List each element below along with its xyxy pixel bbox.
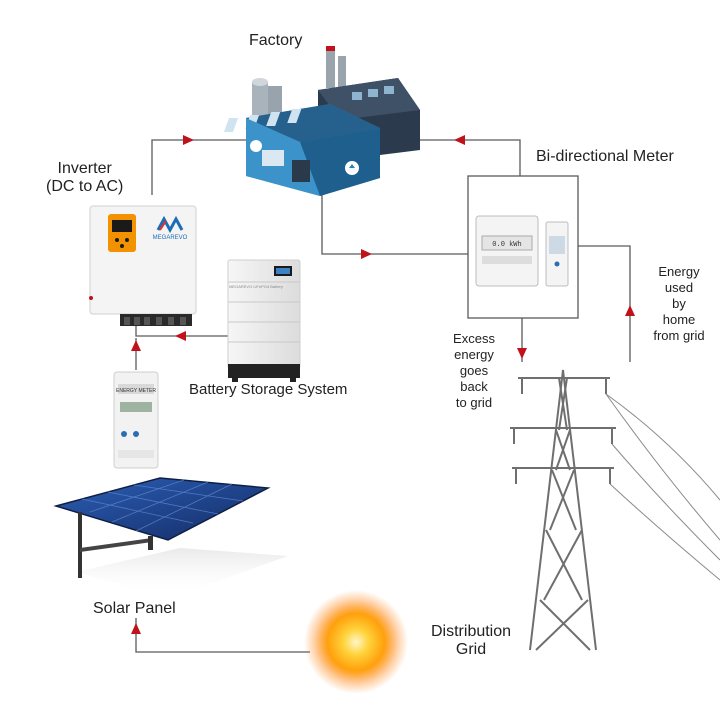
inverter-label: Inverter (DC to AC) [46,160,123,196]
excess-line-1: Excess [453,331,495,346]
solar-panel-icon [53,477,288,598]
inverter-icon [89,205,197,326]
arrow-down-icon [517,348,527,359]
grid-label: Distribution Grid [431,623,511,659]
meter-reading-text: 0.0 kWh [492,241,521,249]
line-meter-to-factory [400,139,521,176]
transmission-tower-icon [510,369,616,651]
excess-line-3: goes [459,363,489,378]
excess-line-5: to grid [455,395,493,410]
energy-used-label: Energy used by home from grid [644,264,714,344]
battery-storage-icon [227,259,301,382]
grid-label-line1: Distribution [431,623,512,640]
solar-meter-icon [113,371,159,469]
factory-label: Factory [249,32,303,49]
energy-used-line-1: Energy [658,264,700,279]
connection-lines [135,139,631,653]
line-inverter-to-factory [151,139,262,195]
battery-label: Battery Storage System [189,381,348,398]
inverter-label-line1: Inverter [57,160,112,177]
meter-label: Bi-directional Meter [536,148,674,165]
energy-used-line-2: used [664,280,694,295]
grid-label-line2: Grid [455,641,487,658]
line-factory-to-meter [321,182,468,255]
line-sun-to-panel [135,618,310,653]
arrow-right-icon [361,249,372,259]
energy-used-line-4: home [662,312,696,327]
inverter-brand-text: MEGAREVO [153,235,188,241]
sun-icon [304,590,408,694]
excess-energy-label: Excess energy goes back to grid [443,331,505,411]
arrow-left-icon [175,331,186,341]
factory-icon [223,46,420,196]
arrow-up-icon [131,340,141,351]
solar-panel-label: Solar Panel [93,600,176,617]
battery-badge-text: MEGAREVO LiFePO4 Battery [229,284,283,289]
arrow-right-icon [183,135,194,145]
excess-line-4: back [460,379,488,394]
arrow-up-icon [131,623,141,634]
arrow-up-icon [625,305,635,316]
power-lines [605,393,720,581]
solar-meter-badge-text: ENERGY METER [116,388,156,394]
flow-arrows [131,135,635,634]
energy-used-line-5: from grid [653,328,705,343]
arrow-left-icon [454,135,465,145]
inverter-label-line2: (DC to AC) [46,178,124,195]
excess-line-2: energy [454,347,494,362]
bidirectional-meter-icon [467,175,579,319]
energy-used-line-3: by [672,296,686,311]
line-grid-to-meter [578,245,631,362]
